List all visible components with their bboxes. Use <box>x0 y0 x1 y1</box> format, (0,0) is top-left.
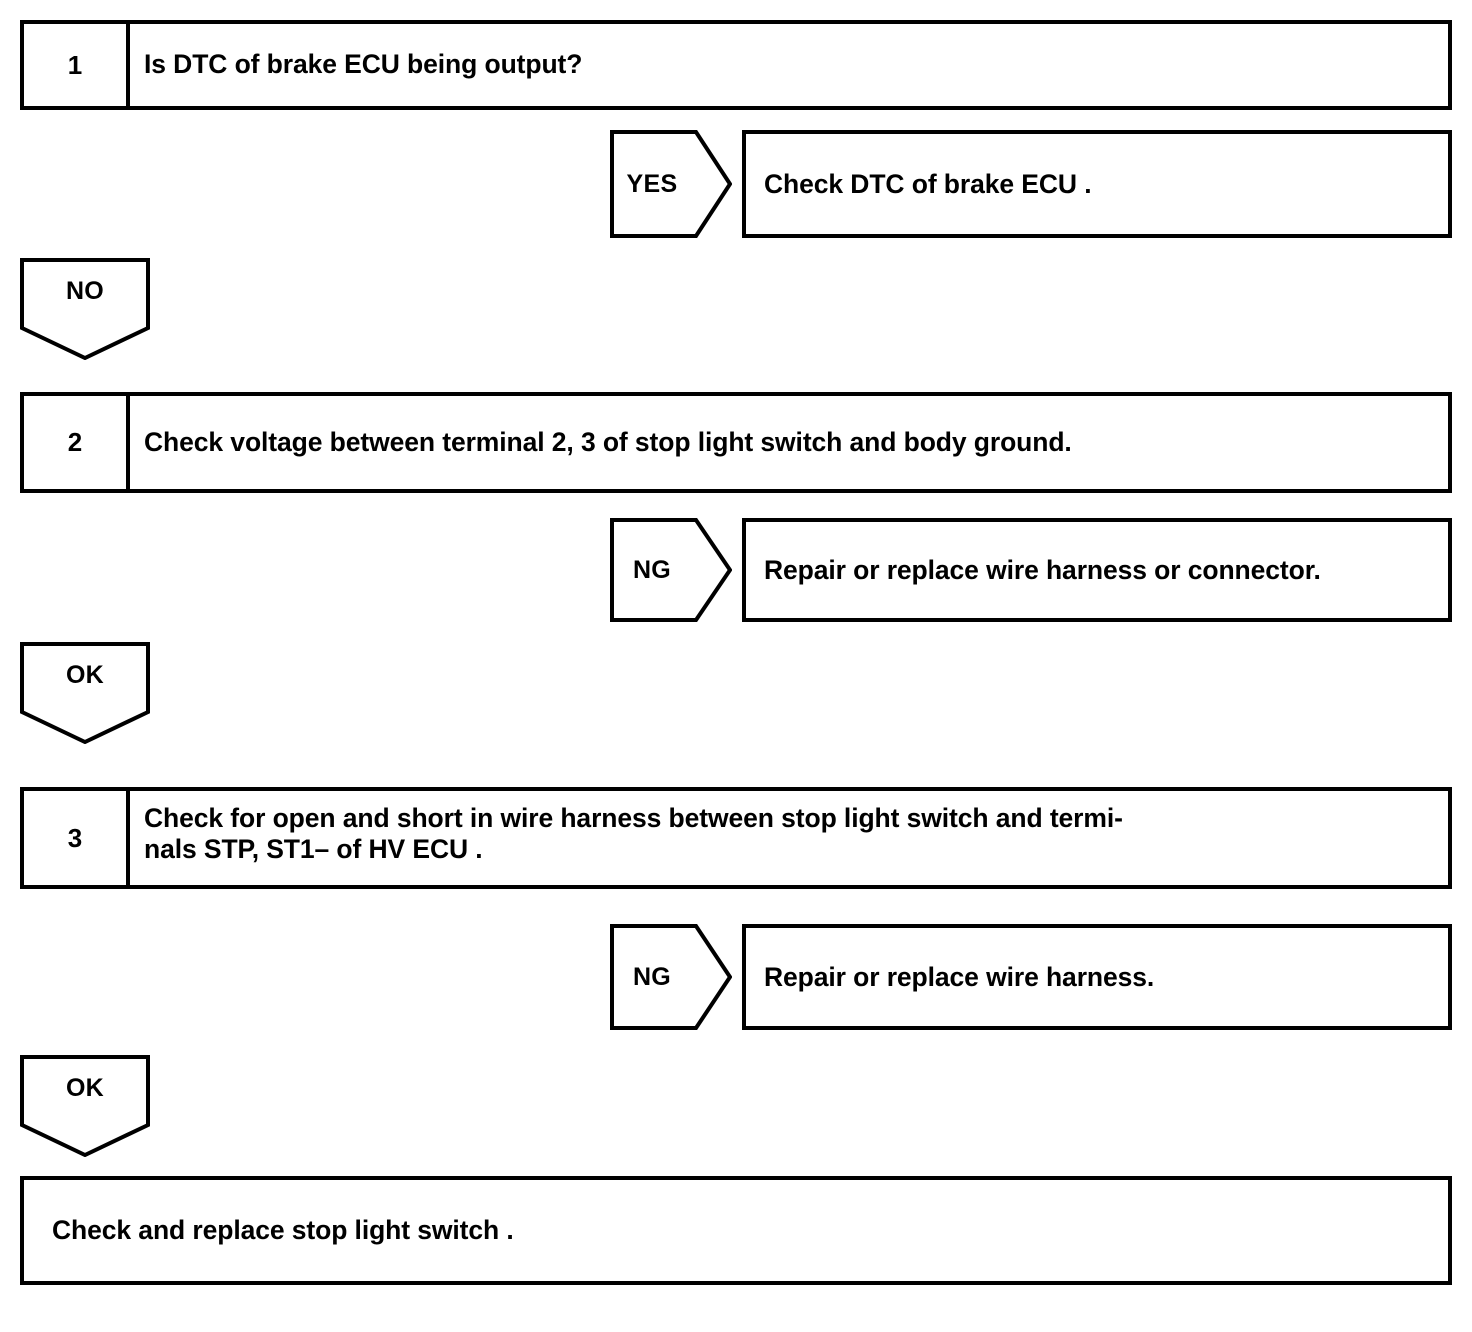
step-text-1: Is DTC of brake ECU being output? <box>144 49 583 80</box>
branch-result-box-ng-1: Repair or replace wire harness or connec… <box>742 518 1452 622</box>
step-number-1: 1 <box>24 24 130 106</box>
branch-arrow-ng-1-shape <box>610 518 732 622</box>
branch-arrow-ng-2: NG <box>610 924 732 1030</box>
branch-result-box-ng-2: Repair or replace wire harness. <box>742 924 1452 1030</box>
step-number-3: 3 <box>24 791 130 885</box>
branch-arrow-ng-2-shape <box>610 924 732 1030</box>
step-box-2: 2 Check voltage between terminal 2, 3 of… <box>20 392 1452 493</box>
step-box-3: 3 Check for open and short in wire harne… <box>20 787 1452 889</box>
step-text-2: Check voltage between terminal 2, 3 of s… <box>144 426 1072 457</box>
flow-arrow-ok-1-label: OK <box>65 660 105 689</box>
flow-arrow-no-label: NO <box>65 276 105 305</box>
step-box-1: 1 Is DTC of brake ECU being output? <box>20 20 1452 110</box>
flow-arrow-ok-1: OK <box>20 642 150 744</box>
step-number-2: 2 <box>24 396 130 489</box>
flow-arrow-ok-2: OK <box>20 1055 150 1157</box>
flow-arrow-no: NO <box>20 258 150 360</box>
flow-arrow-ok-2-shape <box>20 1055 150 1157</box>
flow-arrow-ok-1-shape <box>20 642 150 744</box>
flow-arrow-no-shape <box>20 258 150 360</box>
final-result-box: Check and replace stop light switch . <box>20 1176 1452 1285</box>
step-text-3-line-2: nals STP, ST1– of HV ECU . <box>144 834 483 865</box>
branch-result-box-yes: Check DTC of brake ECU . <box>742 130 1452 238</box>
branch-arrow-yes: YES <box>610 130 732 238</box>
flow-arrow-ok-2-label: OK <box>65 1073 105 1102</box>
branch-arrow-ng-2-label: NG <box>632 962 672 991</box>
step-text-3: Check for open and short in wire harness… <box>130 791 1448 885</box>
step-text-3-line-1: Check for open and short in wire harness… <box>144 803 1123 833</box>
branch-arrow-ng-1-label: NG <box>632 555 672 584</box>
branch-arrow-ng-1: NG <box>610 518 732 622</box>
branch-arrow-yes-shape <box>610 130 732 238</box>
branch-arrow-yes-label: YES <box>626 169 678 198</box>
